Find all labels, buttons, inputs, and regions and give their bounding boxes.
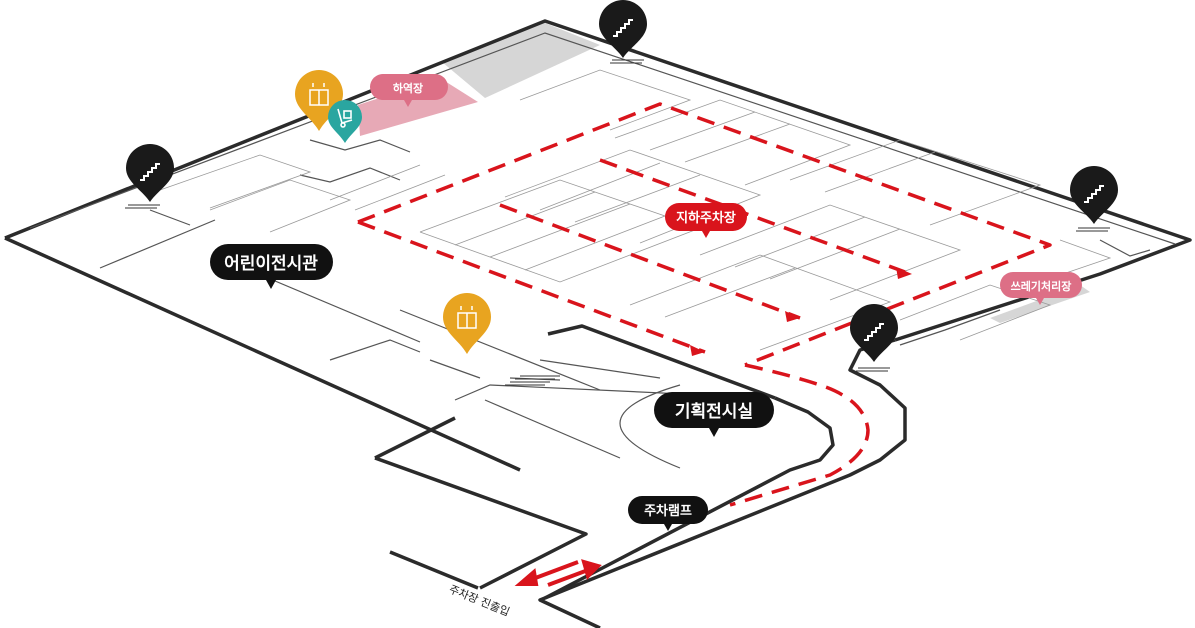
stairs-pin-left (126, 144, 174, 202)
parking-entrance-text: 주차장 진출입 (447, 583, 511, 619)
stairs-icon (1084, 185, 1104, 203)
stairs-pin-top (599, 0, 647, 58)
stair-marks (125, 59, 1110, 386)
outer-walls (4, 19, 1192, 628)
waste-room-text: 쓰레기처리장 (1011, 279, 1072, 293)
parking-ramp-label: 주차램프 (628, 496, 708, 531)
elevator-pin-center (443, 293, 491, 354)
elevator-icon (457, 306, 477, 329)
parking-stalls (159, 69, 1112, 351)
cargo-pin (328, 100, 362, 143)
kids-hall-text: 어린이전시관 (224, 254, 318, 274)
planning-hall-label: 기획전시실 (654, 392, 774, 437)
entrance-arrows (514, 559, 602, 587)
kids-hall-label: 어린이전시관 (210, 244, 333, 289)
storage-block-top (442, 23, 600, 98)
stairs-pin-bottom (850, 304, 898, 362)
parking-ramp-text: 주차램프 (644, 503, 692, 519)
underground-parking-label: 지하주차장 (665, 203, 747, 238)
parking-route (357, 102, 1052, 507)
hand-truck-icon (337, 108, 353, 128)
stairs-icon (140, 163, 160, 181)
inner-walls (29, 32, 1176, 469)
loading-dock-zone (358, 78, 478, 136)
stairs-icon (613, 19, 633, 37)
stairs-pin-right (1070, 166, 1118, 224)
planning-hall-text: 기획전시실 (675, 402, 753, 422)
waste-room-label: 쓰레기처리장 (1000, 272, 1082, 305)
underground-parking-text: 지하주차장 (676, 210, 736, 226)
elevator-icon (309, 83, 329, 106)
loading-dock-text: 하역장 (393, 81, 423, 95)
stairs-icon (864, 323, 884, 341)
loading-dock-label: 하역장 (370, 74, 448, 107)
route-arrows (690, 267, 912, 356)
